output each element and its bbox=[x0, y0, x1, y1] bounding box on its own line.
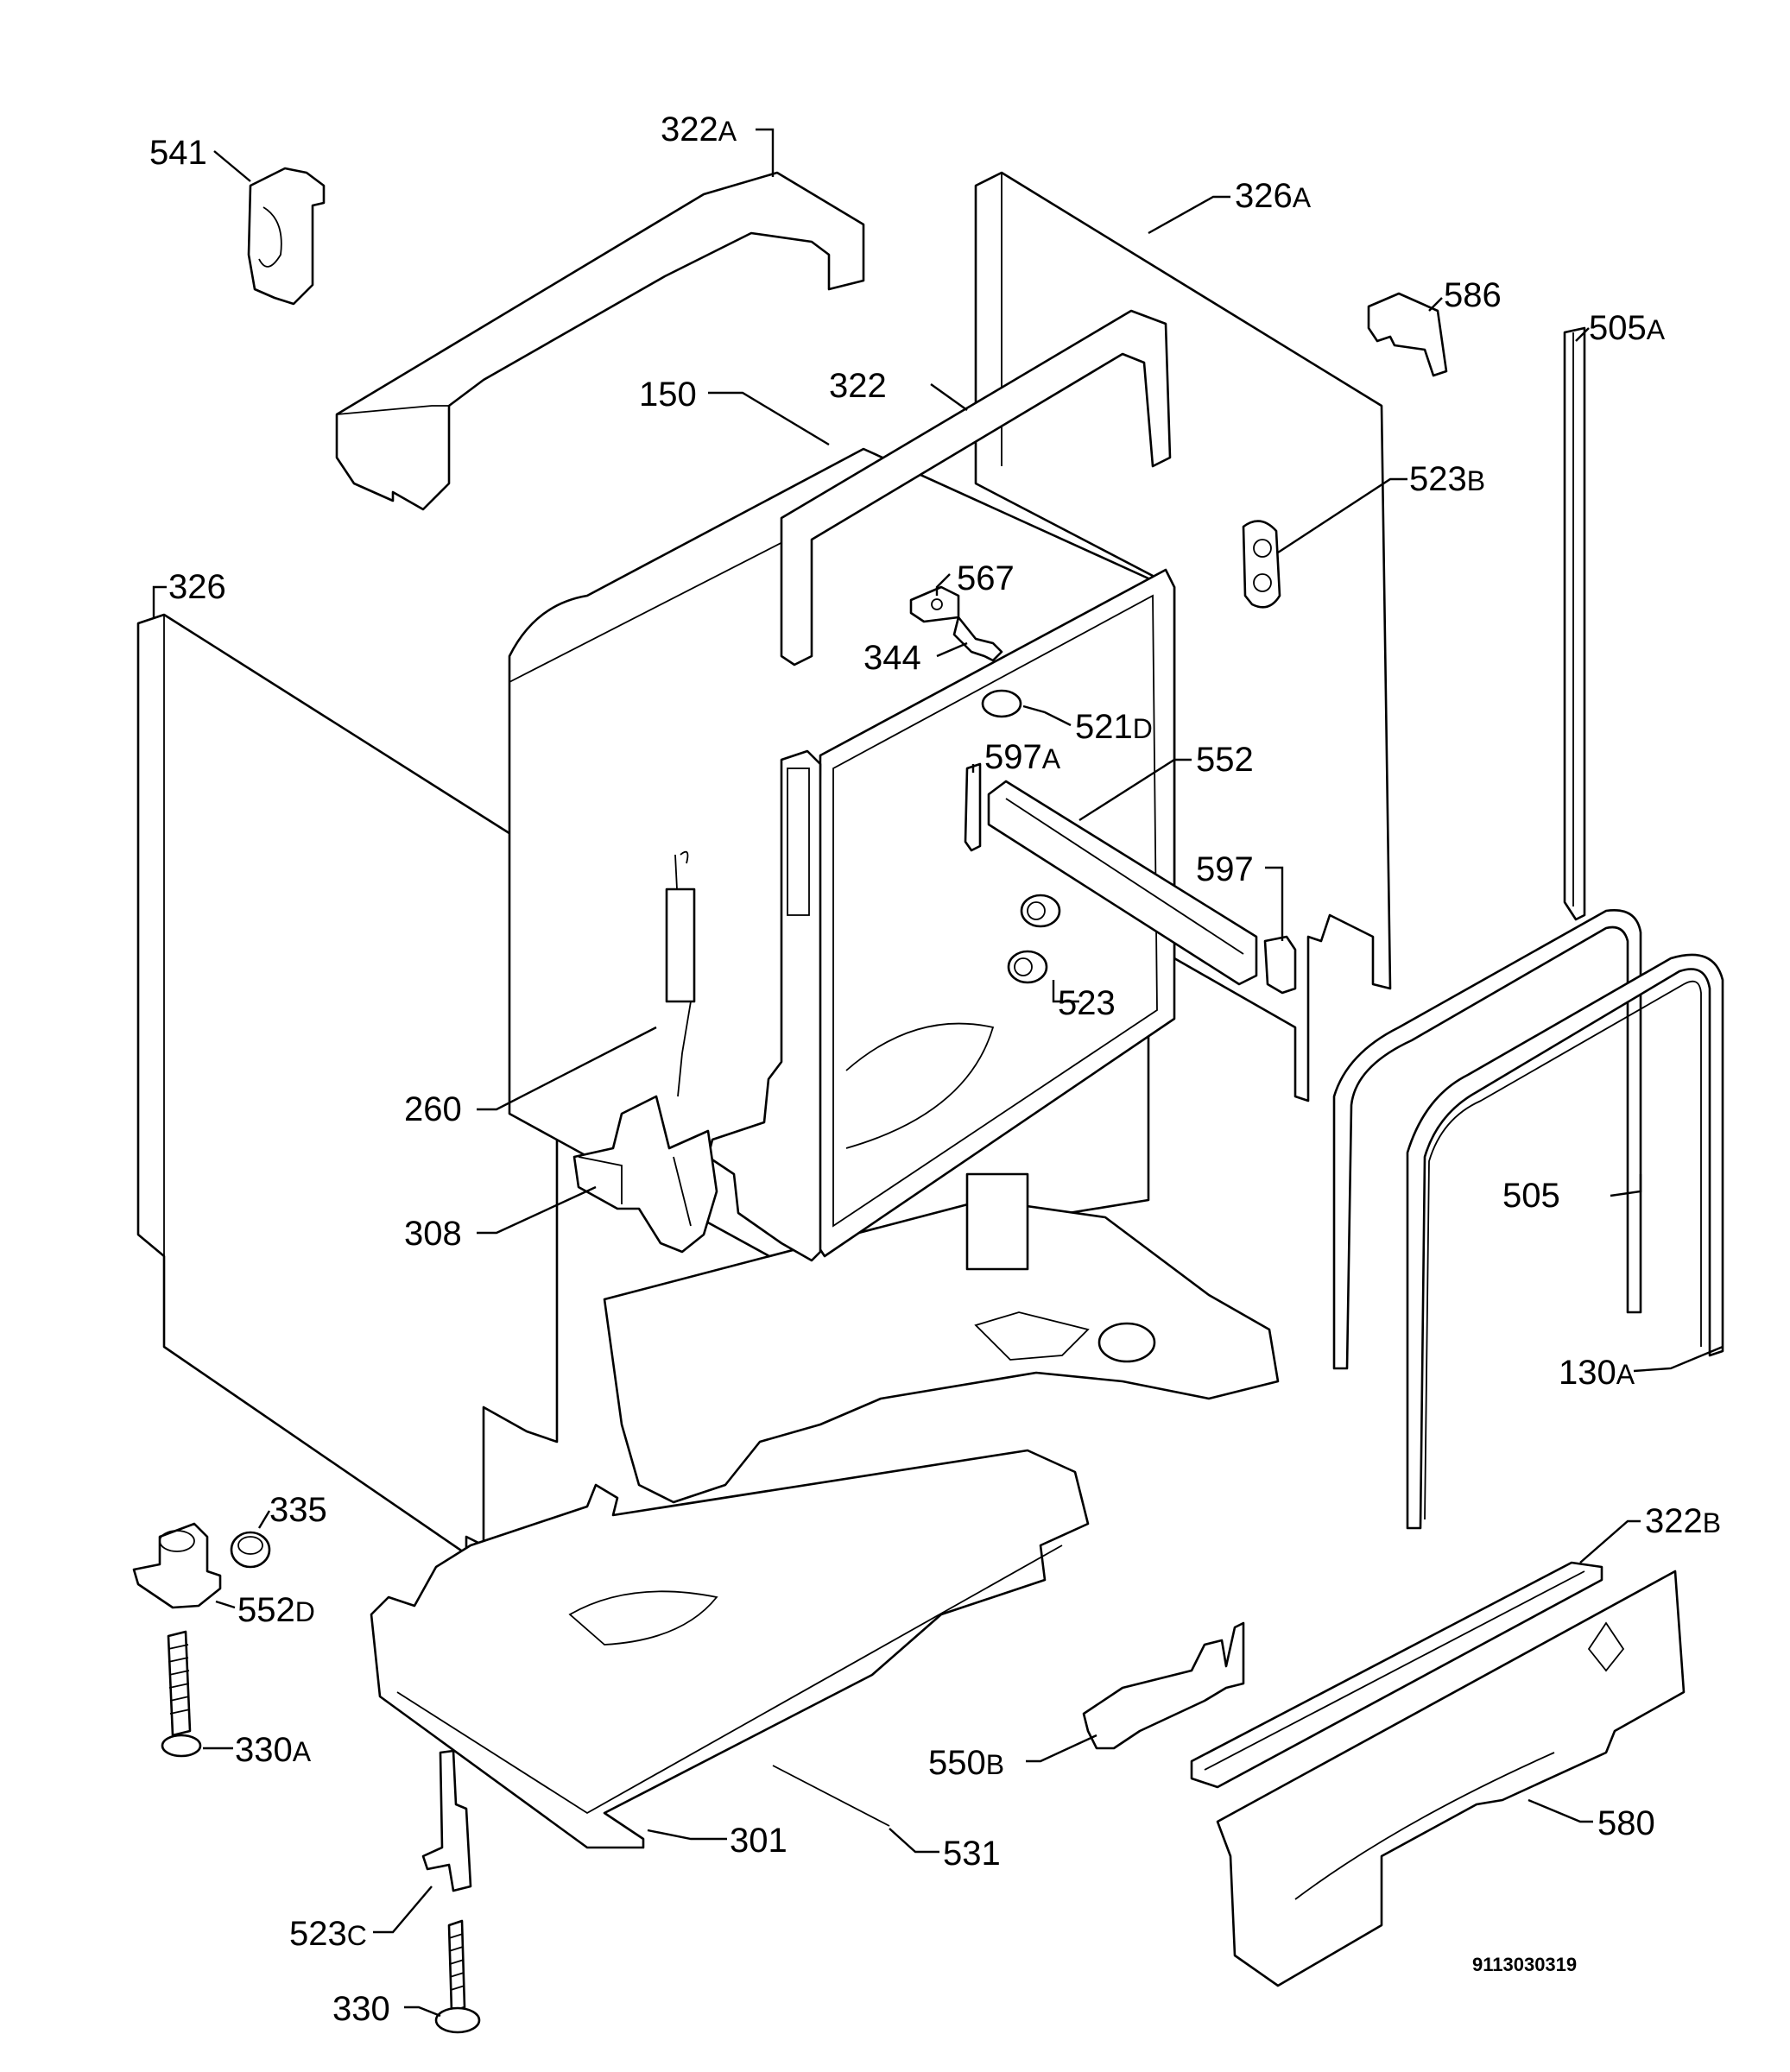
callout-326a: 326A bbox=[1235, 177, 1312, 215]
part-tub-frame bbox=[814, 568, 1176, 1258]
callout-523c: 523C bbox=[289, 1915, 367, 1953]
callout-586: 586 bbox=[1444, 276, 1502, 314]
part-clip-541 bbox=[247, 167, 326, 306]
drawing-number: 9113030319 bbox=[1472, 1954, 1577, 1975]
callout-567: 567 bbox=[957, 559, 1015, 597]
callout-330a: 330A bbox=[235, 1731, 312, 1769]
callout-523b: 523B bbox=[1409, 460, 1485, 498]
callout-260: 260 bbox=[404, 1090, 462, 1128]
part-bracket-523c bbox=[421, 1749, 472, 1892]
callout-301: 301 bbox=[730, 1822, 787, 1860]
part-screw-330 bbox=[434, 1919, 481, 2034]
callout-505: 505 bbox=[1502, 1177, 1560, 1215]
part-motor-552d bbox=[132, 1522, 222, 1609]
part-profile-322b bbox=[1190, 1561, 1603, 1789]
callout-322: 322 bbox=[829, 367, 887, 405]
part-side-panel-left bbox=[136, 613, 559, 1556]
part-base-pan-301 bbox=[370, 1449, 1090, 1849]
part-clip-597 bbox=[1263, 935, 1297, 995]
callout-552: 552 bbox=[1196, 741, 1254, 779]
part-plug-521d bbox=[981, 689, 1022, 718]
callout-150: 150 bbox=[639, 376, 697, 414]
leader-lines bbox=[152, 128, 1724, 2018]
callout-308: 308 bbox=[404, 1215, 462, 1253]
part-plinth-580 bbox=[1216, 1570, 1686, 1987]
part-rod-531 bbox=[772, 1765, 890, 1827]
part-screw-330a bbox=[161, 1630, 202, 1758]
part-bracket-586 bbox=[1367, 292, 1448, 377]
part-seal-strip-505a bbox=[1563, 326, 1586, 921]
callout-531: 531 bbox=[943, 1835, 1001, 1873]
callout-550b: 550B bbox=[928, 1744, 1004, 1782]
part-top-beam-front bbox=[780, 309, 1172, 666]
part-spring-260 bbox=[665, 850, 696, 1097]
part-base-chassis bbox=[603, 1172, 1280, 1504]
callout-335: 335 bbox=[269, 1491, 327, 1529]
callout-597a: 597A bbox=[984, 738, 1061, 776]
part-clip-597a bbox=[964, 762, 982, 852]
part-grommets-523 bbox=[1007, 894, 1061, 984]
callout-130a: 130A bbox=[1559, 1354, 1635, 1392]
callout-322a: 322A bbox=[661, 111, 737, 148]
callout-344: 344 bbox=[863, 639, 921, 677]
part-rail-552 bbox=[987, 780, 1258, 986]
callout-322b: 322B bbox=[1645, 1502, 1721, 1540]
callout-541: 541 bbox=[149, 134, 207, 172]
part-hinge-308 bbox=[572, 1095, 718, 1254]
part-grommet-523b bbox=[1242, 520, 1281, 609]
callout-521d: 521D bbox=[1075, 708, 1153, 746]
part-bracket-344 bbox=[952, 616, 1003, 662]
part-door-side-frame bbox=[706, 749, 822, 1262]
callout-505a: 505A bbox=[1589, 309, 1666, 347]
part-door-seals bbox=[1332, 908, 1724, 1530]
callout-523: 523 bbox=[1058, 984, 1116, 1022]
part-bracket-550b bbox=[1082, 1621, 1245, 1750]
callout-330: 330 bbox=[332, 1990, 390, 2028]
part-gear-335 bbox=[230, 1531, 271, 1569]
callout-580: 580 bbox=[1597, 1804, 1655, 1842]
callout-labels: 541 322A 326A 586 505A 150 322 523B 326 … bbox=[149, 111, 1721, 2028]
part-top-beam-rear bbox=[335, 171, 865, 511]
callout-326: 326 bbox=[168, 568, 226, 606]
callout-597: 597 bbox=[1196, 850, 1254, 888]
callout-552d: 552D bbox=[237, 1591, 315, 1629]
